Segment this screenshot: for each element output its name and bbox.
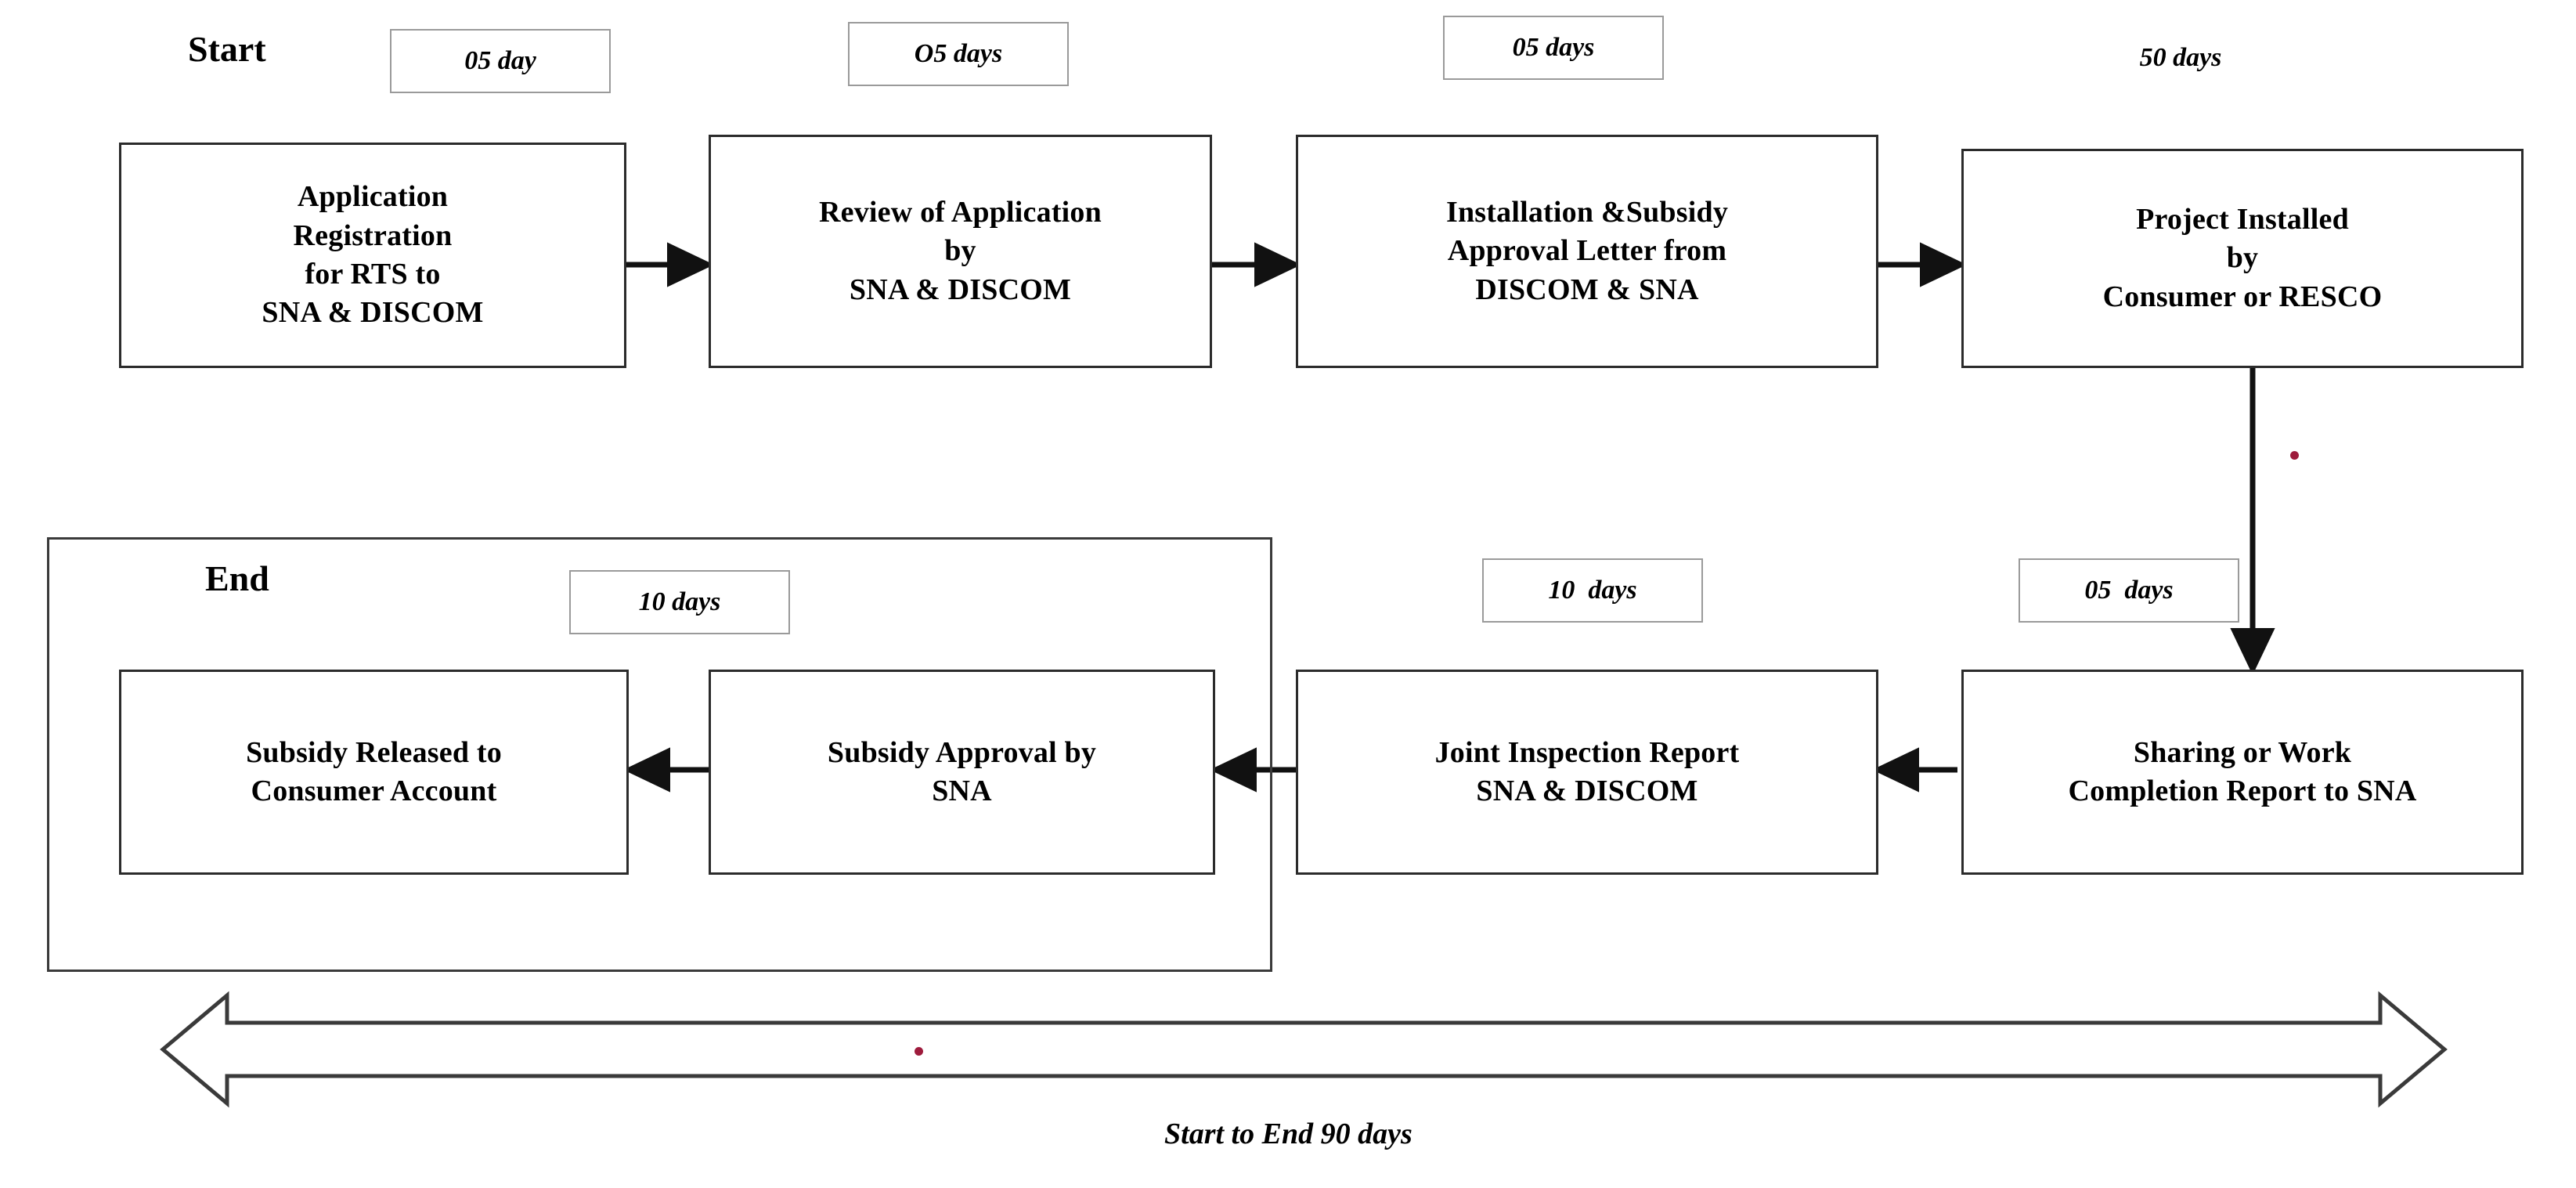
- step-line: Approval Letter from: [1447, 234, 1727, 268]
- step-line: Registration: [293, 218, 453, 252]
- step-line: for RTS to: [305, 258, 441, 291]
- duration-chip-2: O5 days: [848, 22, 1069, 86]
- duration-chip-3: 05 days: [1443, 16, 1664, 80]
- step-box-installation-subsidy-approval[interactable]: Installation &Subsidy Approval Letter fr…: [1296, 135, 1878, 368]
- step-line: by: [2226, 241, 2259, 275]
- end-label: End: [205, 558, 269, 598]
- step-box-sharing-or-work-completion-report[interactable]: Sharing or Work Completion Report to SNA: [1961, 670, 2524, 875]
- duration-chip-7: 05 days: [2019, 558, 2239, 623]
- step-line: DISCOM & SNA: [1475, 273, 1699, 306]
- artifact-dot: [915, 1047, 923, 1056]
- step-line: Consumer Account: [251, 775, 497, 807]
- step-line: Application: [297, 180, 449, 214]
- step-box-subsidy-approval-by-sna[interactable]: Subsidy Approval by SNA: [709, 670, 1215, 875]
- step-line: Completion Report to SNA: [2068, 775, 2417, 807]
- step-line: Installation &Subsidy: [1445, 195, 1729, 229]
- step-line: Subsidy Released to: [246, 735, 502, 769]
- step-line: Consumer or RESCO: [2102, 280, 2383, 313]
- duration-chip-6: 10 days: [1482, 558, 1703, 623]
- step-line: SNA: [932, 775, 992, 807]
- step-box-subsidy-released-to-consumer[interactable]: Subsidy Released to Consumer Account: [119, 670, 629, 875]
- total-duration-caption: Start to End 90 days: [1164, 1118, 1412, 1150]
- step-line: Subsidy Approval by: [827, 735, 1097, 769]
- step-line: Joint Inspection Report: [1434, 735, 1740, 769]
- start-label: Start: [188, 29, 266, 69]
- step-box-joint-inspection-report[interactable]: Joint Inspection Report SNA & DISCOM: [1296, 670, 1878, 875]
- duration-chip-5: 10 days: [569, 570, 790, 634]
- artifact-dot: [2290, 451, 2299, 460]
- step-line: Sharing or Work: [2133, 735, 2352, 769]
- duration-chip-1: 05 day: [390, 29, 611, 93]
- step-box-project-installed[interactable]: Project Installed by Consumer or RESCO: [1961, 149, 2524, 368]
- duration-label-4: 50 days: [2139, 43, 2222, 72]
- span-double-arrow: [160, 991, 2448, 1108]
- step-line: by: [944, 234, 976, 268]
- step-box-application-registration[interactable]: Application Registration for RTS to SNA …: [119, 143, 626, 368]
- step-line: SNA & DISCOM: [849, 273, 1072, 306]
- step-box-review-of-application[interactable]: Review of Application by SNA & DISCOM: [709, 135, 1212, 368]
- step-line: SNA & DISCOM: [1476, 775, 1698, 807]
- step-line: SNA & DISCOM: [262, 296, 484, 330]
- step-line: Project Installed: [2136, 202, 2349, 236]
- step-line: Review of Application: [819, 195, 1102, 229]
- end-group-rectangle: [47, 537, 1272, 972]
